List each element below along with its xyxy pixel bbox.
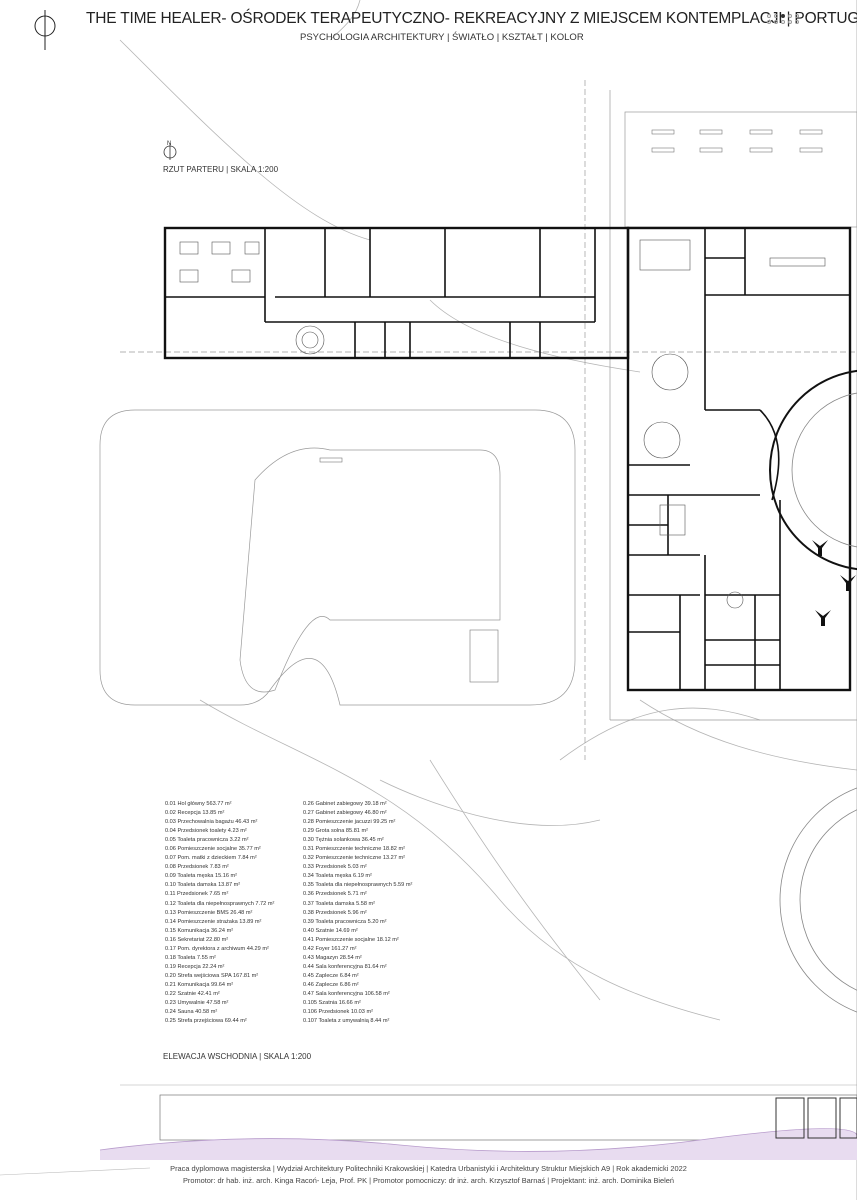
room-list-item: 0.105 Szatnia 16.66 m² (303, 1000, 361, 1007)
room-list-item: 0.08 Przedsionek 7.83 m² (165, 864, 229, 871)
room-list-item: 0.25 Strefa przejściowa 69.44 m² (165, 1018, 247, 1025)
page-dot (767, 14, 771, 18)
room-list-item: 0.26 Gabinet zabiegowy 39.18 m² (303, 801, 387, 807)
room-list-item: 0.29 Grota solna 85.81 m² (303, 828, 368, 835)
room-list-item: 0.34 Toaleta męska 6.19 m² (303, 873, 372, 880)
room-list-item: 0.31 Pomieszczenie techniczne 18.82 m² (303, 846, 405, 853)
room-list-item: 0.05 Toaleta pracownicza 3.22 m² (165, 837, 249, 844)
room-list-item: 0.106 Przedsionek 10.03 m² (303, 1009, 373, 1016)
logo-icon (34, 10, 56, 50)
room-list-item: 0.23 Umywalnie 47.58 m² (165, 1000, 229, 1007)
room-list-item: 0.10 Toaleta damska 13.87 m² (165, 882, 241, 889)
page-dot (781, 20, 785, 24)
room-list-item: 0.12 Toaleta dla niepełnosprawnych 7.72 … (165, 900, 275, 907)
room-list-item: 0.35 Toaleta dla niepełnosprawnych 5.59 … (303, 882, 413, 889)
room-list-item: 0.02 Recepcja 13.85 m² (165, 810, 225, 817)
room-list-item: 0.38 Przedsionek 5.96 m² (303, 909, 367, 916)
room-list-item: 0.42 Foyer 161.27 m² (303, 945, 357, 952)
room-list-item: 0.30 Tężnia solankowa 36.45 m² (303, 837, 384, 844)
page-dot-current (781, 14, 785, 18)
room-list-item: 0.13 Pomieszczenie BMS 26.48 m² (165, 909, 253, 916)
page-dot (788, 14, 792, 18)
page-dot (795, 14, 799, 18)
room-list-item: 0.33 Przedsionek 5.03 m² (303, 864, 367, 871)
room-list-item: 0.11 Przedsionek 7.65 m² (165, 891, 229, 898)
room-list-item: 0.43 Magazyn 28.54 m² (303, 954, 362, 961)
room-list-item: 0.46 Zaplecze 6.86 m² (303, 981, 359, 988)
page-dot (767, 20, 771, 24)
poster-title: THE TIME HEALER- OŚRODEK TERAPEUTYCZNO- … (86, 10, 857, 27)
room-list-item: 0.14 Pomieszczenie strażaka 13.89 m² (165, 918, 262, 925)
room-list-item: 0.28 Pomieszczenie jacuzzi 99.25 m² (303, 819, 396, 826)
page-dot (774, 20, 778, 24)
room-list-item: 0.07 Pom. matki z dzieckiem 7.84 m² (165, 855, 257, 862)
room-list-item: 0.03 Przechowalnia bagażu 46.43 m² (165, 819, 258, 826)
room-list-item: 0.24 Sauna 40.58 m² (165, 1009, 218, 1016)
room-list-item: 0.41 Pomieszczenie socjalne 18.12 m² (303, 936, 399, 943)
poster-subtitle: PSYCHOLOGIA ARCHITEKTURY | ŚWIATŁO | KSZ… (300, 32, 584, 43)
page-dot (788, 20, 792, 24)
room-list-item: 0.19 Recepcja 22.24 m² (165, 963, 225, 970)
room-list-item: 0.04 Przedsionek toalety 4.23 m² (165, 828, 247, 835)
room-list-item: 0.44 Sala konferencyjna 81.64 m² (303, 963, 387, 970)
room-list-item: 0.22 Szatnie 42.41 m² (165, 990, 220, 997)
room-list-item: 0.16 Sekretariat 22.80 m² (165, 936, 229, 943)
room-list-left: 0.01 Hol główny 563.77 m² 0.02 Recepcja 1… (165, 800, 274, 1026)
room-list-right: 0.26 Gabinet zabiegowy 39.18 m² 0.27 Gabi… (303, 800, 412, 1026)
room-list-item: 0.37 Toaleta damska 5.58 m² (303, 900, 376, 907)
room-list-item: 0.18 Toaleta 7.55 m² (165, 954, 216, 961)
page-indicator (767, 14, 800, 24)
room-list-item: 0.09 Toaleta męska 15.16 m² (165, 873, 238, 880)
room-list-item: 0.32 Pomieszczenie techniczne 13.27 m² (303, 855, 405, 862)
room-list-item: 0.39 Toaleta pracownicza 5.20 m² (303, 918, 387, 925)
room-list-item: 0.27 Gabinet zabiegowy 46.80 m² (303, 810, 387, 817)
page-dot (795, 20, 799, 24)
room-list-item: 0.17 Pom. dyrektora z archiwum 44.29 m² (165, 945, 269, 952)
room-list-item: 0.45 Zaplecze 6.84 m² (303, 972, 359, 979)
room-list-item: 0.47 Sala konferencyjna 106.58 m² (303, 990, 390, 997)
room-list-item: 0.107 Toaleta z umywalnią 8.44 m² (303, 1018, 390, 1025)
room-list-item: 0.20 Strefa wejściowa SPA 167.81 m² (165, 972, 259, 979)
north-arrow-label: N (167, 141, 172, 147)
elevation-scale-label: ELEWACJA WSCHODNIA | SKALA 1:200 (163, 1052, 312, 1061)
footer-line-2: Promotor: dr hab. inż. arch. Kinga Racoń… (182, 1176, 674, 1185)
room-list-item: 0.06 Pomieszczenie socjalne 35.77 m² (165, 846, 261, 853)
room-list-item: 0.15 Komunikacja 36.24 m² (165, 927, 234, 934)
room-list-item: 0.36 Przedsionek 5.71 m² (303, 891, 367, 898)
room-list-item: 0.01 Hol główny 563.77 m² (165, 801, 232, 807)
plan-scale-label: RZUT PARTERU | SKALA 1:200 (163, 165, 279, 174)
page-dot (774, 14, 778, 18)
footer-line-1: Praca dyplomowa magisterska | Wydział Ar… (170, 1164, 687, 1173)
room-list-item: 0.40 Szatnie 14.69 m² (303, 927, 358, 934)
room-list-item: 0.21 Komunikacja 99.64 m² (165, 981, 234, 988)
